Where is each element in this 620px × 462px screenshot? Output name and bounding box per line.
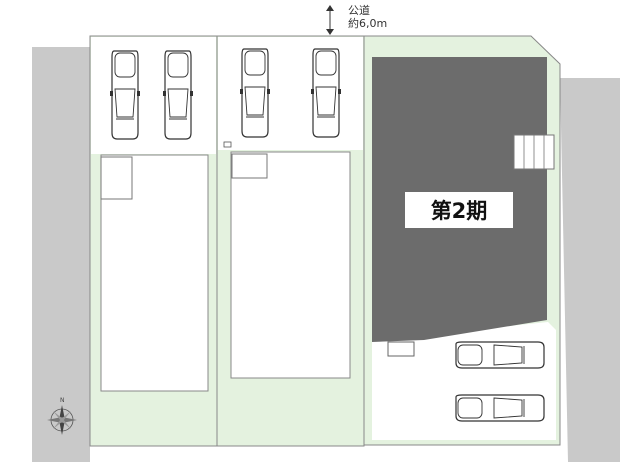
stairs-icon — [513, 134, 555, 170]
public-road — [32, 47, 90, 462]
car-icon — [310, 48, 342, 138]
compass-icon — [47, 405, 77, 435]
car-icon — [455, 394, 545, 422]
compass-north-label: N — [60, 397, 65, 404]
lot-1-porch — [100, 156, 133, 200]
lot-2-house — [230, 151, 351, 379]
lot-2-parking — [218, 37, 363, 150]
side-road — [560, 78, 620, 462]
road-label-width: 約6,0m — [348, 17, 388, 30]
lot-2-meter — [223, 141, 232, 148]
road-label: 公道 約6,0m — [348, 4, 387, 30]
road-width-arrow — [326, 5, 334, 35]
building-porch — [387, 341, 415, 357]
car-icon — [239, 48, 271, 138]
car-icon — [109, 50, 141, 140]
road-label-name: 公道 — [348, 4, 370, 17]
car-icon — [162, 50, 194, 140]
lot-2-porch — [231, 153, 268, 179]
lot-1-parking — [91, 37, 216, 154]
car-icon — [455, 341, 545, 369]
building-label: 第2期 — [405, 192, 513, 228]
